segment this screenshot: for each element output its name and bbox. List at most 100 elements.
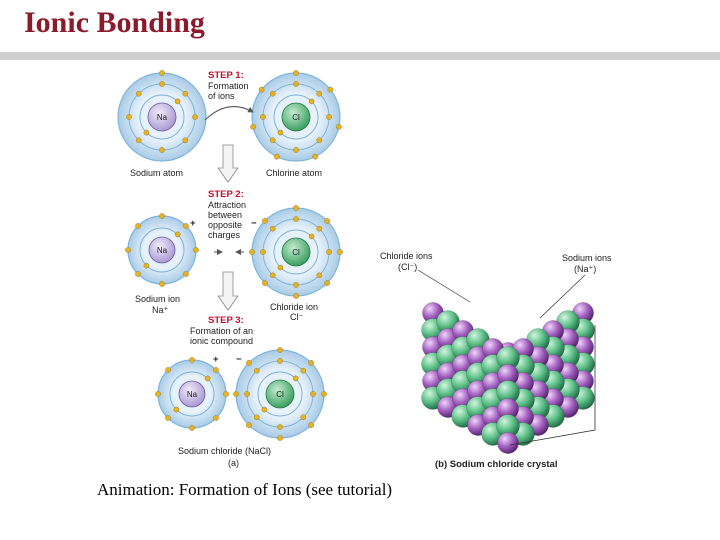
electron	[269, 225, 276, 232]
step1-text-line2: of ions	[208, 91, 235, 101]
electron	[262, 280, 268, 286]
electron	[293, 81, 299, 87]
electron	[308, 422, 314, 428]
slide-title: Ionic Bonding	[24, 6, 205, 39]
electron	[213, 367, 219, 373]
electron	[293, 70, 299, 76]
electron	[277, 129, 284, 136]
electron	[269, 137, 276, 144]
chloride-ions-label-line1: Chloride ions	[380, 251, 433, 261]
electron	[253, 367, 260, 374]
electron	[174, 98, 181, 105]
electron	[277, 347, 283, 353]
electron	[135, 137, 142, 144]
panel-a: Na Cl STEP 1: Formation of ions Sodium a…	[117, 70, 343, 468]
electron	[182, 137, 189, 144]
electron	[293, 147, 299, 153]
electron	[277, 264, 284, 271]
electron	[260, 249, 266, 255]
sodium-ion: Na	[125, 213, 199, 287]
electron	[189, 425, 195, 431]
electron	[326, 249, 332, 255]
step2-text-line3: opposite	[208, 220, 242, 230]
electron	[249, 249, 255, 255]
electron	[324, 280, 330, 286]
sodium-plus-sign: +	[190, 218, 196, 229]
electron	[159, 147, 165, 153]
electron	[269, 90, 276, 97]
electron	[159, 81, 165, 87]
chloride-ion-symbol: Cl	[292, 248, 300, 257]
electron	[277, 435, 283, 441]
panel-a-label: (a)	[228, 458, 239, 468]
step2-text-line4: charges	[208, 230, 241, 240]
electron	[321, 391, 327, 397]
sodium-ions-label-line2: (Na⁺)	[574, 264, 596, 274]
compound-plus-sign: +	[213, 354, 219, 365]
chlorine-atom-label: Chlorine atom	[266, 168, 322, 178]
sodium-ion-symbol: Na	[157, 246, 168, 255]
step1-title: STEP 1:	[208, 70, 244, 81]
electron	[135, 223, 141, 229]
electron	[326, 114, 332, 120]
electron	[192, 114, 198, 120]
sodium-atom-label: Sodium atom	[130, 168, 183, 178]
chloride-ion: Cl	[249, 205, 343, 299]
electron	[277, 424, 283, 430]
chloride-ion-label-line2: Cl⁻	[290, 312, 303, 322]
title-divider	[0, 52, 720, 60]
electron	[143, 262, 150, 269]
electron	[258, 86, 265, 93]
electron	[293, 205, 299, 211]
animation-caption: Animation: Formation of Ions (see tutori…	[97, 480, 393, 499]
electron	[293, 293, 299, 299]
electron	[316, 137, 323, 144]
electron	[327, 86, 334, 93]
electron	[336, 124, 342, 130]
electron	[261, 406, 268, 413]
electron	[293, 216, 299, 222]
step3-text-line1: Formation of an	[190, 326, 253, 336]
ionic-bonding-figure: Na Cl STEP 1: Formation of ions Sodium a…	[117, 70, 612, 470]
electron	[244, 391, 250, 397]
electron	[310, 391, 316, 397]
electron	[233, 391, 239, 397]
sodium-ion-in-compound: Na	[155, 357, 229, 431]
electron	[173, 406, 180, 413]
electron	[316, 90, 323, 97]
electron	[308, 360, 314, 366]
crystal-cube-edge	[509, 325, 596, 446]
electron	[293, 282, 299, 288]
electron	[213, 415, 219, 421]
electron	[223, 391, 229, 397]
nacl-crystal-lattice	[421, 302, 595, 454]
electron	[274, 153, 280, 160]
step3-title: STEP 3:	[208, 315, 244, 326]
sodium-ions-label-line1: Sodium ions	[562, 253, 612, 263]
electron	[300, 367, 307, 374]
panel-b: Chloride ions (Cl⁻) Sodium ions (Na⁺) (b…	[380, 251, 612, 470]
electron	[143, 129, 150, 136]
electron	[183, 223, 189, 229]
chloride-ions-pointer	[417, 269, 471, 303]
chlorine-atom: Cl	[250, 70, 342, 162]
step2-text-line1: Attraction	[208, 200, 246, 210]
electron	[183, 271, 189, 277]
chlorine-symbol: Cl	[292, 113, 300, 122]
chloride-ion-label-line1: Chloride ion	[270, 302, 318, 312]
sodium-ion-label-line2: Na⁺	[152, 305, 169, 315]
step2-title: STEP 2:	[208, 189, 244, 200]
electron	[159, 213, 165, 219]
compound-sodium-symbol: Na	[187, 390, 198, 399]
step3-text-line2: ionic compound	[190, 336, 253, 346]
electron	[189, 357, 195, 363]
down-arrow-1	[217, 144, 239, 183]
electron	[159, 281, 165, 287]
electron	[292, 375, 299, 382]
electron	[174, 231, 181, 238]
sodium-sphere	[497, 432, 519, 454]
sodium-atom: Na	[117, 70, 207, 162]
electron	[300, 414, 307, 421]
step1-text-line1: Formation	[208, 81, 249, 91]
electron	[125, 247, 131, 253]
